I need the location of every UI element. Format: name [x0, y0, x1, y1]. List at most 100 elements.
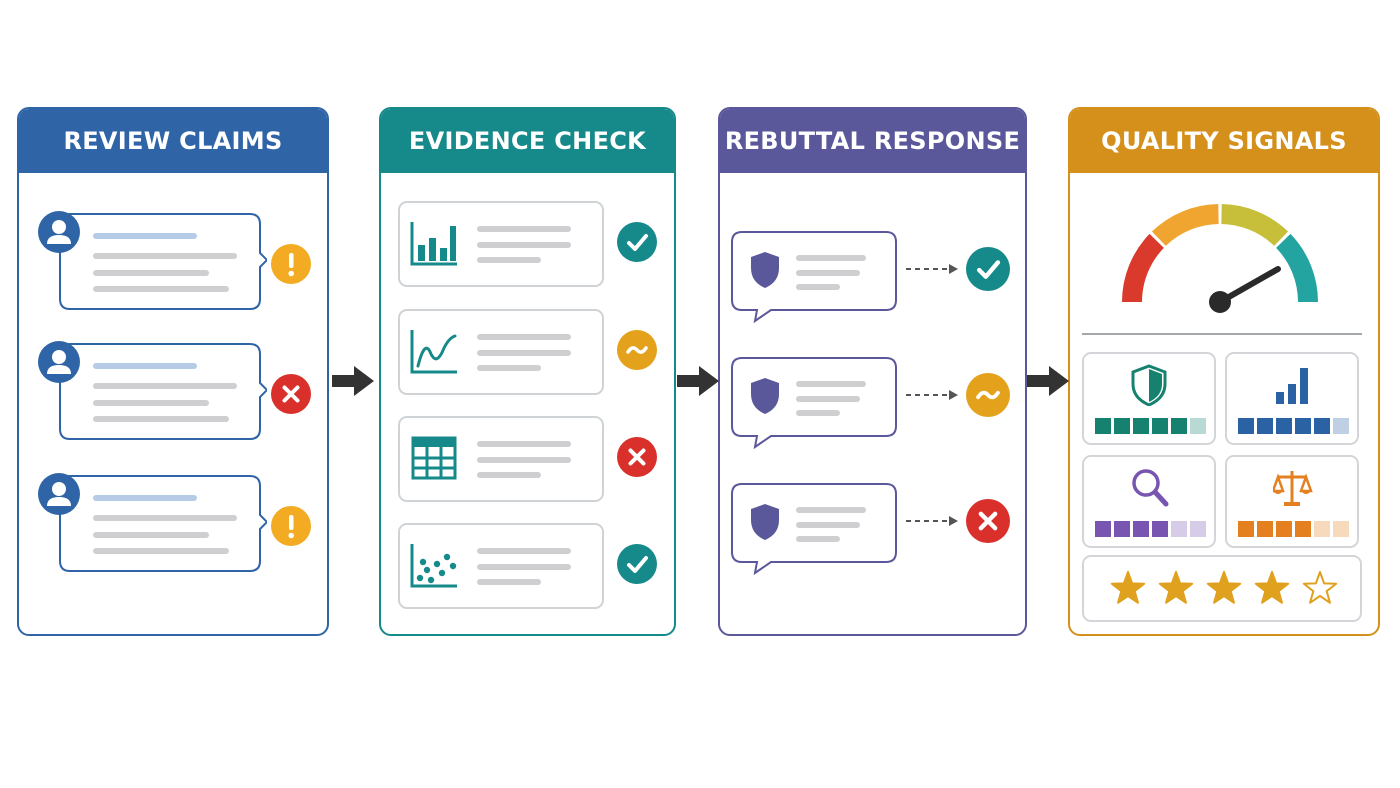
meter-cell	[1171, 418, 1187, 434]
flow-arrow-icon	[332, 366, 374, 396]
flow-arrow-icon	[677, 366, 719, 396]
claim-bubble	[59, 213, 267, 310]
meter-cell	[1114, 521, 1130, 537]
user-icon	[38, 341, 80, 383]
claim-text-line	[93, 548, 229, 554]
evidence-text-line	[477, 350, 571, 356]
star-filled-icon	[1206, 571, 1242, 604]
rebuttal-bubble	[731, 357, 897, 449]
star-filled-icon	[1158, 571, 1194, 604]
claim-bubble	[59, 475, 267, 572]
meter-cell	[1238, 521, 1254, 537]
dashed-arrow-icon	[906, 516, 958, 526]
meter-cell	[1295, 418, 1311, 434]
evidence-text-line	[477, 564, 571, 570]
partial-status-icon	[966, 373, 1010, 417]
claim-text-line	[93, 253, 237, 259]
evidence-text-line	[477, 548, 571, 554]
claim-text-line	[93, 233, 197, 239]
evidence-text-line	[477, 579, 541, 585]
error-status-icon	[966, 499, 1010, 543]
claim-text-line	[93, 363, 197, 369]
shield-icon	[751, 504, 779, 540]
meter-cell	[1333, 418, 1349, 434]
rebuttal-text-line	[796, 396, 860, 402]
shield-icon	[751, 252, 779, 288]
rebuttal-text-line	[796, 255, 866, 261]
claim-text-line	[93, 286, 229, 292]
claim-text-line	[93, 495, 197, 501]
meter-cell	[1276, 521, 1292, 537]
quality-meter	[1095, 521, 1206, 537]
meter-cell	[1095, 418, 1111, 434]
meter-cell	[1314, 521, 1330, 537]
shield-icon	[1131, 364, 1167, 406]
meter-cell	[1257, 418, 1273, 434]
meter-cell	[1314, 418, 1330, 434]
gauge-segment	[1151, 204, 1219, 247]
star-filled-icon	[1110, 571, 1146, 604]
meter-cell	[1295, 521, 1311, 537]
quality-meter	[1238, 418, 1349, 434]
dashed-arrow-icon	[906, 264, 958, 274]
quality-signals-header: QUALITY SIGNALS	[1070, 109, 1378, 173]
meter-cell	[1095, 521, 1111, 537]
evidence-text-line	[477, 334, 571, 340]
claim-text-line	[93, 400, 209, 406]
rebuttal-text-line	[796, 381, 866, 387]
flow-arrow-icon	[1027, 366, 1069, 396]
gauge-segment	[1122, 233, 1165, 303]
meter-cell	[1133, 521, 1149, 537]
shield-icon	[751, 378, 779, 414]
check-status-icon	[617, 544, 659, 586]
dashed-arrow-icon	[906, 390, 958, 400]
bar-chart-icon	[1276, 368, 1308, 404]
meter-cell	[1133, 418, 1149, 434]
gauge-pivot	[1209, 291, 1231, 313]
claim-text-line	[93, 383, 237, 389]
user-icon	[38, 473, 80, 515]
claim-text-line	[93, 270, 209, 276]
warning-status-icon	[271, 506, 311, 546]
meter-cell	[1152, 521, 1168, 537]
bar-chart-icon	[410, 222, 457, 266]
claim-text-line	[93, 515, 237, 521]
scales-icon	[1273, 471, 1313, 506]
gauge-segment	[1275, 233, 1318, 303]
review-claims-header: REVIEW CLAIMS	[19, 109, 327, 173]
line-chart-icon	[410, 330, 457, 374]
evidence-text-line	[477, 226, 571, 232]
warning-status-icon	[271, 244, 311, 284]
gauge-divider	[1082, 333, 1362, 335]
rebuttal-text-line	[796, 270, 860, 276]
magnifier-icon	[1132, 469, 1169, 507]
rebuttal-bubble	[731, 483, 897, 575]
error-status-icon	[271, 374, 311, 414]
meter-cell	[1276, 418, 1292, 434]
meter-cell	[1190, 418, 1206, 434]
star-rating	[1082, 555, 1362, 622]
quality-gauge	[1122, 204, 1318, 313]
quality-meter	[1095, 418, 1206, 434]
error-status-icon	[617, 437, 659, 479]
evidence-check-header: EVIDENCE CHECK	[381, 109, 674, 173]
meter-cell	[1114, 418, 1130, 434]
evidence-text-line	[477, 365, 541, 371]
claim-text-line	[93, 416, 229, 422]
meter-cell	[1152, 418, 1168, 434]
evidence-text-line	[477, 242, 571, 248]
rebuttal-text-line	[796, 522, 860, 528]
star-empty-icon	[1302, 571, 1338, 604]
quality-meter	[1238, 521, 1349, 537]
star-filled-icon	[1254, 571, 1290, 604]
evidence-text-line	[477, 472, 541, 478]
user-icon	[38, 211, 80, 253]
meter-cell	[1333, 521, 1349, 537]
scatter-plot-icon	[410, 544, 457, 588]
evidence-text-line	[477, 441, 571, 447]
gauge-needle	[1217, 266, 1281, 305]
meter-cell	[1190, 521, 1206, 537]
meter-cell	[1257, 521, 1273, 537]
rebuttal-response-header: REBUTTAL RESPONSE	[720, 109, 1025, 173]
gauge-segment	[1221, 204, 1289, 247]
